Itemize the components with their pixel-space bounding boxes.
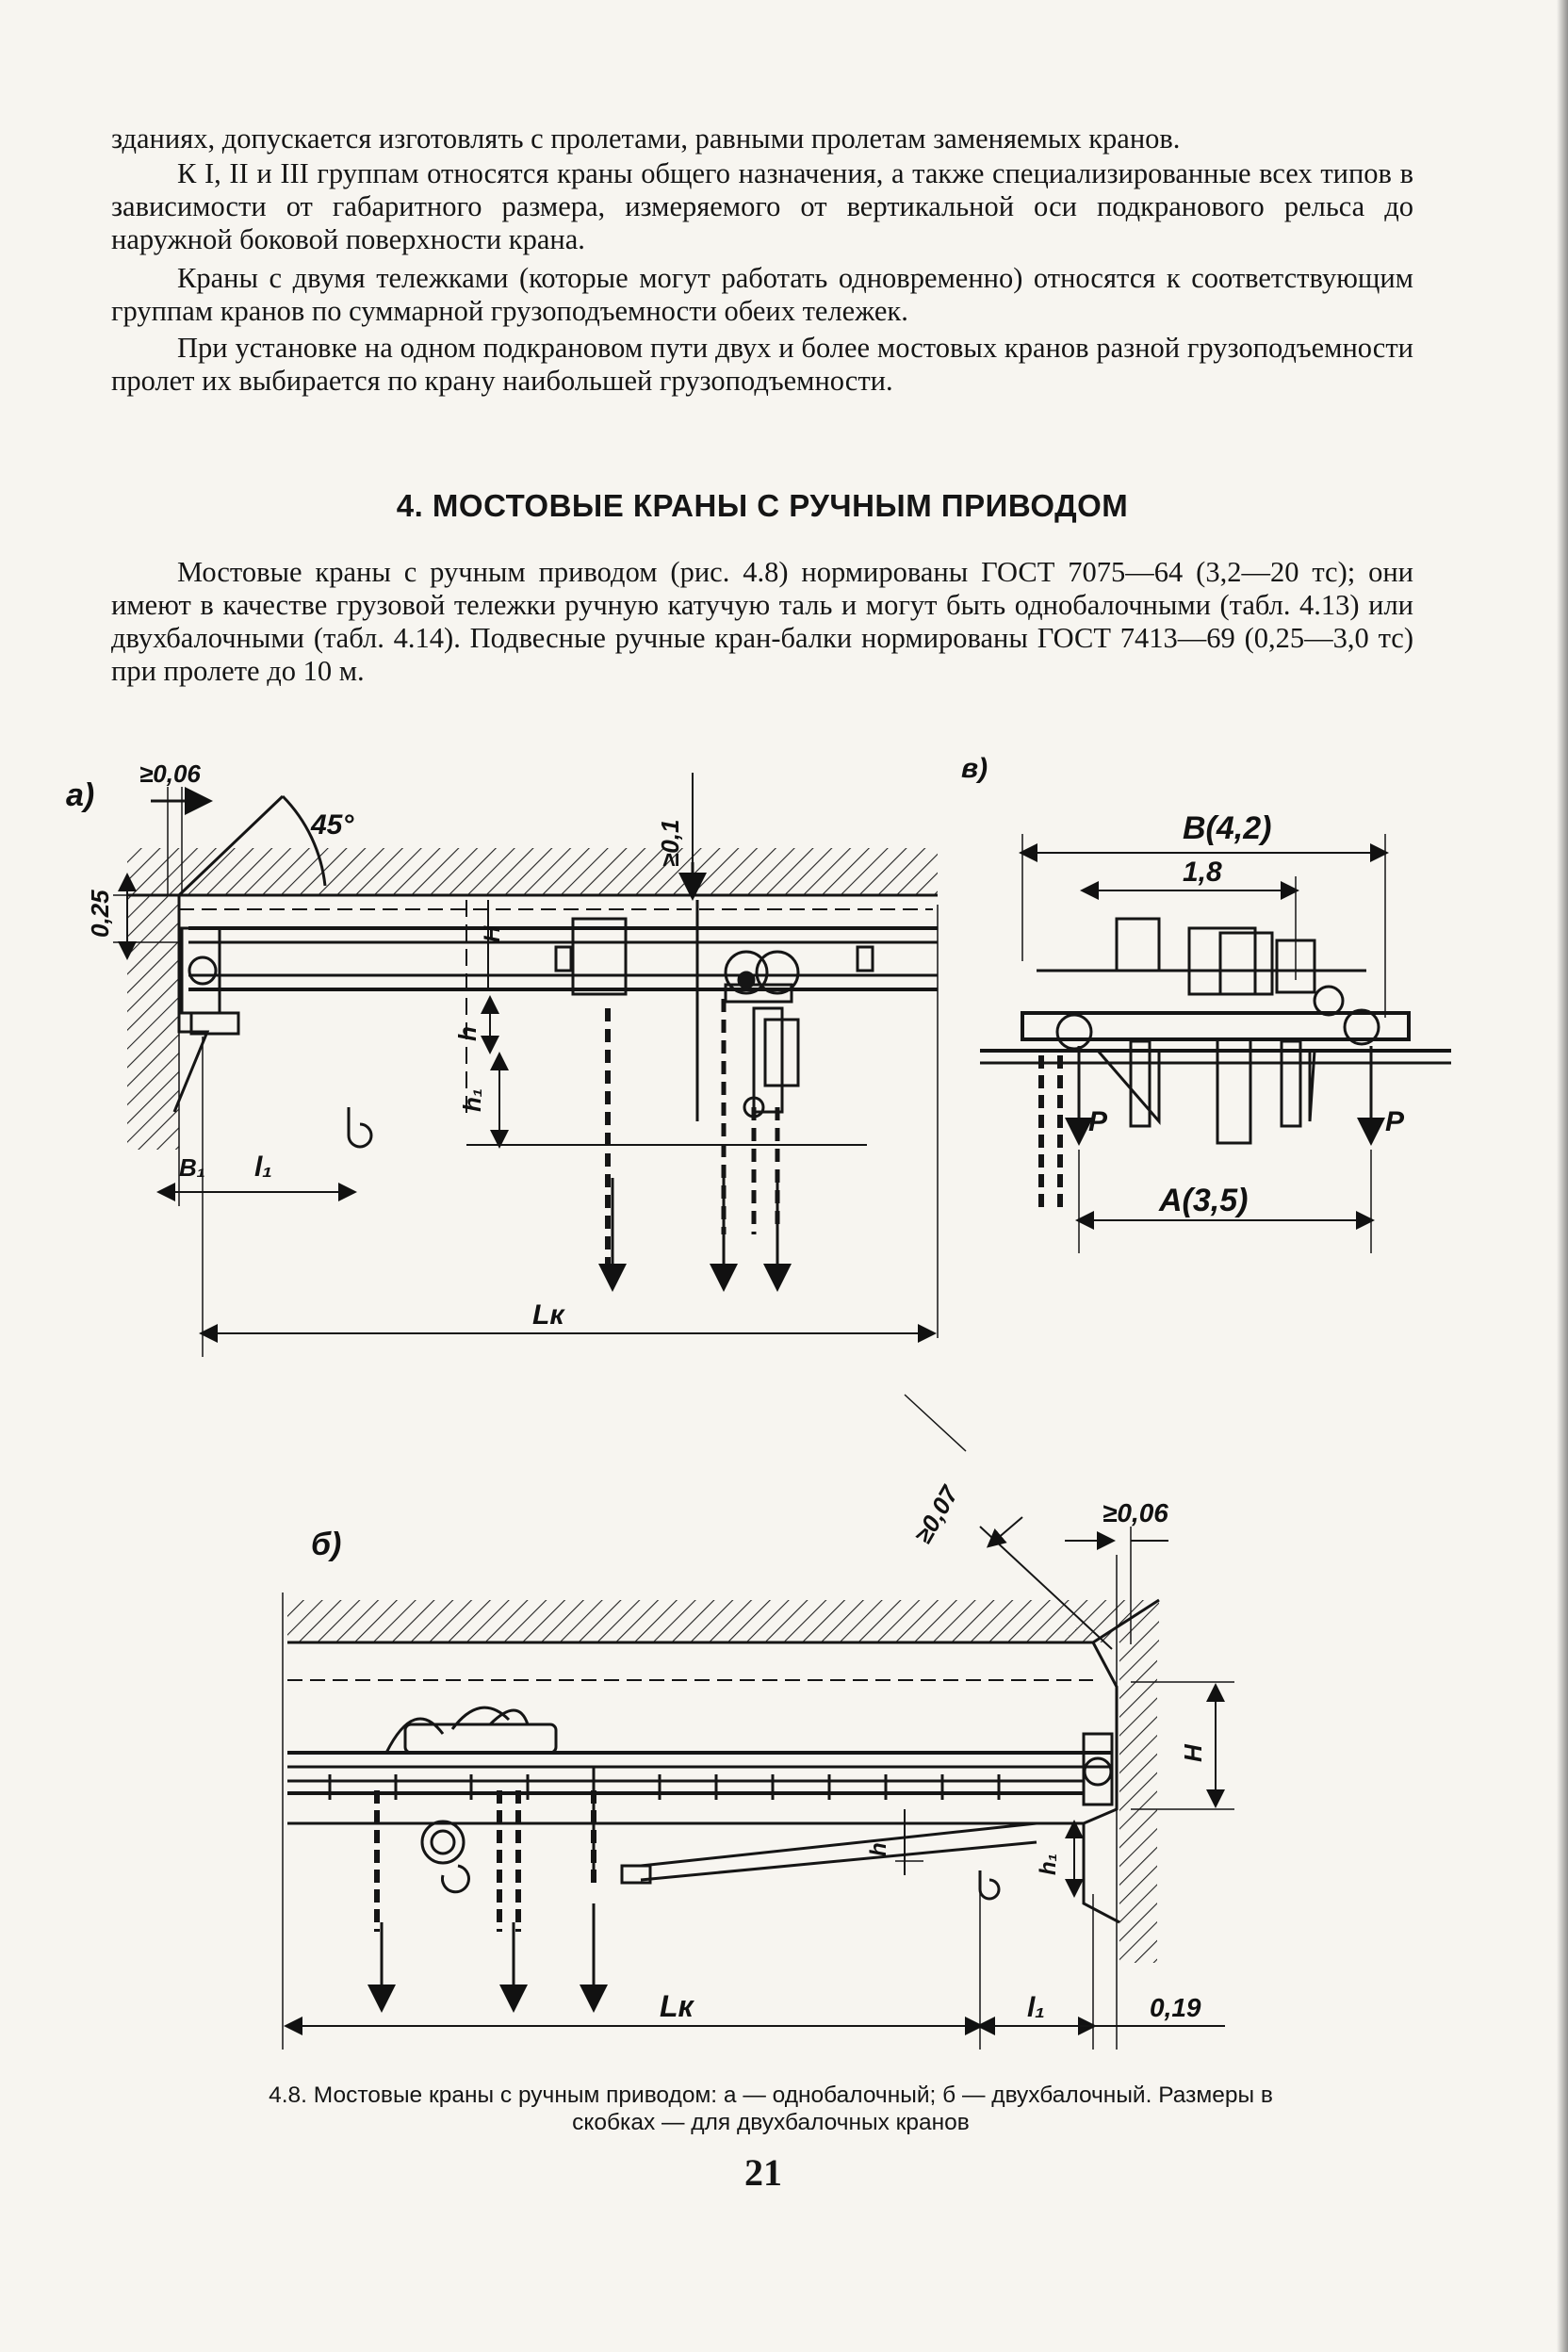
intro-text: зданиях, допускается изготовлять с проле… [111,122,1413,398]
paragraph-2: К I, II и III группам относятся краны об… [111,157,1413,255]
svg-text:Lк: Lк [532,1299,565,1331]
svg-text:H: H [1179,1743,1207,1762]
page-number: 21 [744,2151,782,2194]
svg-text:1,8: 1,8 [1183,857,1222,888]
diagram-trolley-section: в) B(4,2) 1,8 [961,753,1451,1253]
caption-line-2: скобках — для двухбалочных кранов [572,2110,970,2135]
svg-text:A(3,5): A(3,5) [1158,1183,1248,1218]
section-heading: 4. МОСТОВЫЕ КРАНЫ С РУЧНЫМ ПРИВОДОМ [396,488,1129,523]
svg-text:0,25: 0,25 [86,890,114,938]
svg-text:≥0,06: ≥0,06 [139,760,201,788]
section-paragraph: Мостовые краны с ручным приводом (рис. 4… [111,556,1413,687]
section-text: Мостовые краны с ручным приводом (рис. 4… [111,556,1413,688]
svg-text:≥0,1: ≥0,1 [656,820,684,867]
svg-text:P: P [1088,1106,1108,1137]
paragraph-1: зданиях, допускается изготовлять с проле… [111,122,1181,155]
paragraph-3: Краны с двумя тележками (которые могут р… [111,262,1413,327]
svg-text:B(4,2): B(4,2) [1183,810,1271,846]
svg-text:0,19: 0,19 [1150,1993,1201,2022]
diagram-single-girder: а) [66,760,939,1357]
crane-figure: а) [66,753,1451,2050]
svg-text:h₁: h₁ [1036,1854,1061,1875]
svg-text:H: H [480,925,505,942]
caption-line-1: 4.8. Мостовые краны с ручным приводом: а… [269,2082,1273,2108]
paragraph-4: При установке на одном подкрановом пути … [111,332,1413,397]
figure-caption: 4.8. Мостовые краны с ручным приводом: а… [111,2082,1430,2136]
svg-text:≥0,06: ≥0,06 [1102,1498,1168,1527]
svg-text:B₁: B₁ [179,1153,205,1182]
svg-text:l₁: l₁ [1027,1992,1045,2023]
svg-text:P: P [1385,1106,1405,1137]
svg-text:45°: 45° [310,809,354,841]
svg-text:h: h [866,1842,891,1856]
svg-text:Lк: Lк [660,1989,695,2023]
svg-text:h: h [453,1026,482,1041]
panel-b-label: б) [311,1527,341,1562]
diagram-double-girder: б) [282,1394,1234,2050]
svg-text:h₁: h₁ [458,1088,486,1112]
panel-a-label: а) [66,777,94,813]
page-edge-shadow [1557,0,1568,2352]
panel-v-label: в) [961,753,988,784]
svg-text:l₁: l₁ [254,1152,272,1183]
svg-text:≥0,07: ≥0,07 [908,1479,964,1548]
